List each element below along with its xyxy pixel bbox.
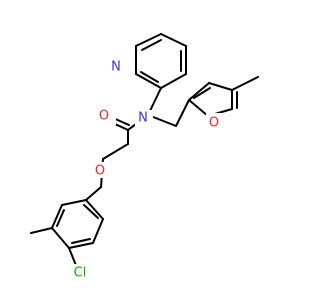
ether-oxygen-label: O — [95, 164, 105, 179]
chlorine-label: Cl — [74, 266, 87, 281]
pyridine-ring — [135, 33, 187, 89]
atom-labels: N N O O O Cl — [66, 58, 222, 282]
furan-ring — [188, 76, 259, 117]
amide-nitrogen-label: N — [138, 111, 148, 126]
pyridine-nitrogen-label: N — [111, 60, 121, 75]
carbonyl-oxygen-label: O — [99, 109, 109, 124]
furan-oxygen-label: O — [209, 116, 219, 131]
benzene-ring — [30, 199, 104, 274]
molecule-structure-diagram: N N O O O Cl — [30, 33, 259, 282]
